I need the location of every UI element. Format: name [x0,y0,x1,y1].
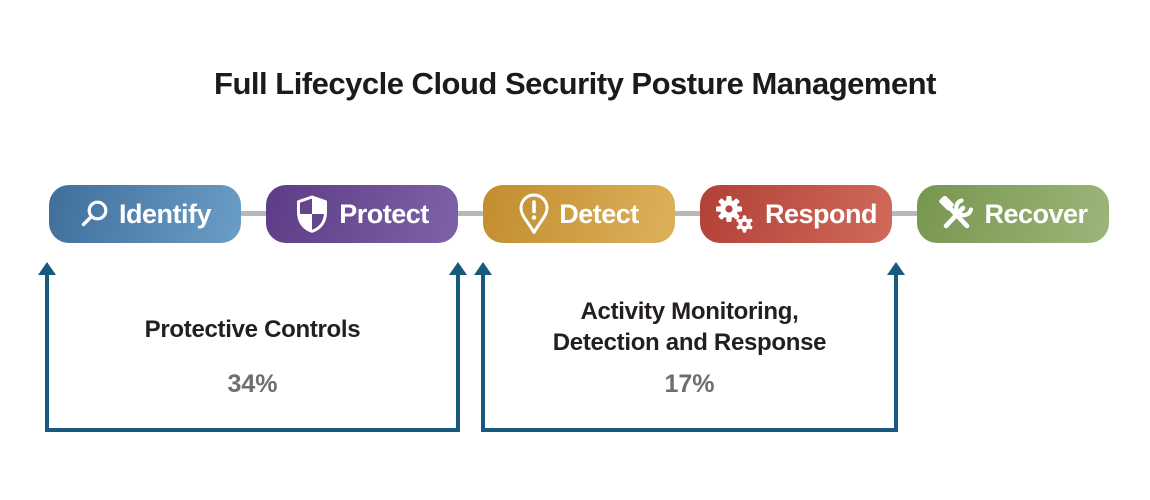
stage-pill-protect: Protect [266,185,458,243]
bracket-label: Protective Controls [144,316,361,343]
stage-label-detect: Detect [559,198,639,229]
search-icon [79,199,109,229]
stage-pill-row: Identify Protect [49,185,1109,243]
arrow-up-icon [38,262,56,275]
stage-pill-identify: Identify [49,185,241,243]
bracket-label: Activity Monitoring, Detection and Respo… [485,296,894,358]
stage-pill-recover: Recover [917,185,1109,243]
stage-label-identify: Identify [118,198,212,229]
bracket-percent: 34% [227,370,278,398]
bracket-label-line1: Activity Monitoring, [580,298,799,325]
alert-pin-icon [519,193,549,235]
tools-icon [938,196,974,232]
gears-icon [715,195,755,233]
bracket-protective-controls: Protective Controls 34% [38,262,467,432]
bracket-activity-monitoring: Activity Monitoring, Detection and Respo… [474,262,905,432]
shield-icon [295,194,329,234]
page-title: Full Lifecycle Cloud Security Posture Ma… [214,66,936,101]
stage-label-protect: Protect [339,198,429,229]
arrow-up-icon [887,262,905,275]
bracket-percent: 17% [664,370,715,398]
arrow-up-icon [449,262,467,275]
stage-label-respond: Respond [764,198,878,229]
bracket-label-line2: Detection and Response [552,329,827,356]
stage-label-recover: Recover [984,198,1088,229]
stage-pill-detect: Detect [483,185,675,243]
stage-pill-respond: Respond [700,185,892,243]
arrow-up-icon [474,262,492,275]
